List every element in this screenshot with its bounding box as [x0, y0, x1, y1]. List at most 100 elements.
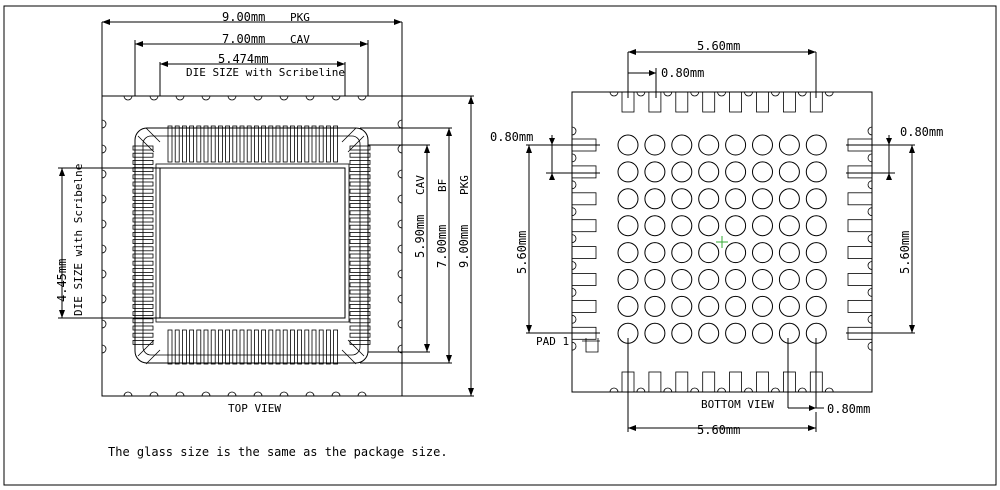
bond-finger	[275, 125, 281, 163]
bottom-view: 5.60mm 0.80mm 0.80mm 5.60mm 0.80mm 5.60m…	[490, 39, 943, 437]
solder-ball	[752, 215, 773, 237]
bond-finger	[132, 325, 154, 331]
bond-finger	[349, 296, 371, 302]
bond-finger	[349, 159, 371, 165]
cavity-outline	[134, 127, 369, 364]
bond-finger	[132, 195, 154, 201]
castellation	[305, 391, 315, 397]
solder-ball	[752, 161, 773, 183]
bond-finger	[132, 145, 154, 151]
edge-pad	[756, 91, 769, 113]
bottom-bottom-pitch: 0.80mm	[827, 402, 870, 416]
edge-notch	[717, 387, 726, 393]
edge-pad	[783, 91, 796, 113]
solder-ball	[752, 188, 773, 210]
bond-finger	[167, 125, 173, 163]
bond-finger	[349, 267, 371, 273]
bf-height-value: 7.00mm	[435, 225, 449, 268]
solder-ball	[778, 188, 800, 210]
bond-finger	[196, 125, 202, 163]
bond-finger	[246, 125, 252, 163]
bond-finger	[132, 246, 154, 252]
corner-leads	[137, 127, 365, 365]
solder-ball	[805, 215, 827, 237]
solder-ball	[671, 322, 693, 344]
bond-finger	[181, 329, 187, 365]
solder-ball	[778, 161, 800, 183]
bond-finger	[210, 125, 216, 163]
solder-ball	[644, 322, 666, 344]
edge-pad	[675, 371, 689, 393]
bond-finger	[349, 174, 371, 180]
bond-finger	[349, 224, 371, 230]
edge-notch	[571, 314, 577, 324]
solder-ball	[671, 295, 693, 317]
bond-finger	[174, 125, 180, 163]
castellation	[101, 169, 107, 179]
bond-finger	[217, 329, 223, 365]
solder-ball	[698, 188, 720, 210]
castellation	[101, 119, 107, 129]
castellation	[331, 391, 341, 397]
solder-ball	[671, 188, 693, 210]
solder-ball	[671, 215, 693, 237]
edge-notch	[690, 91, 700, 97]
die-width-caption: DIE SIZE with Scribeline	[186, 66, 345, 79]
edge-notch	[824, 387, 834, 393]
bond-finger	[268, 329, 274, 365]
edge-pad	[702, 371, 716, 393]
edge-notch	[571, 207, 577, 217]
bond-finger	[239, 125, 245, 163]
cav-height-unit: CAV	[414, 175, 427, 195]
castellation	[397, 144, 403, 154]
edge-notch	[609, 91, 619, 97]
bond-finger	[304, 329, 310, 365]
bond-finger	[132, 159, 154, 165]
edge-notch	[867, 261, 873, 270]
bond-finger	[261, 125, 267, 163]
castellation	[397, 169, 403, 179]
solder-ball	[644, 161, 666, 183]
bottom-right-pitch: 0.80mm	[900, 125, 943, 139]
edge-pad	[571, 246, 597, 260]
edge-pad	[756, 371, 769, 393]
edge-notch	[867, 180, 873, 190]
edge-pad	[847, 246, 873, 260]
bond-finger	[333, 329, 339, 365]
bond-finger	[304, 125, 310, 163]
bond-finger	[318, 329, 324, 365]
bond-finger	[253, 329, 259, 365]
solder-ball	[644, 242, 666, 264]
bond-finger	[132, 296, 154, 302]
castellation	[331, 95, 341, 101]
edge-pad	[847, 192, 873, 206]
castellation	[397, 319, 403, 329]
bond-finger	[132, 318, 154, 324]
bond-finger	[349, 260, 371, 266]
edge-notch	[867, 341, 873, 351]
bond-finger	[132, 332, 154, 338]
castellation	[101, 269, 107, 279]
bond-finger	[349, 152, 371, 158]
edge-notch	[717, 91, 726, 97]
bond-finger	[132, 311, 154, 317]
edge-notch	[867, 314, 873, 324]
edge-pad	[729, 371, 742, 393]
bond-finger	[239, 329, 245, 365]
drawing-frame	[3, 5, 997, 486]
edge-pad	[571, 165, 597, 179]
edge-pad	[847, 219, 873, 233]
edge-pad	[571, 219, 597, 233]
castellation	[101, 294, 107, 304]
solder-ball	[698, 161, 720, 183]
castellation	[123, 95, 133, 101]
castellation	[253, 95, 263, 101]
castellation-marks	[101, 95, 403, 397]
bottom-right-span: 5.60mm	[898, 231, 912, 274]
cav-width-unit: CAV	[290, 33, 310, 46]
solder-ball	[752, 242, 773, 264]
bond-finger	[203, 125, 209, 163]
solder-ball	[671, 242, 693, 264]
die-outline	[159, 167, 346, 319]
solder-ball	[617, 242, 639, 264]
